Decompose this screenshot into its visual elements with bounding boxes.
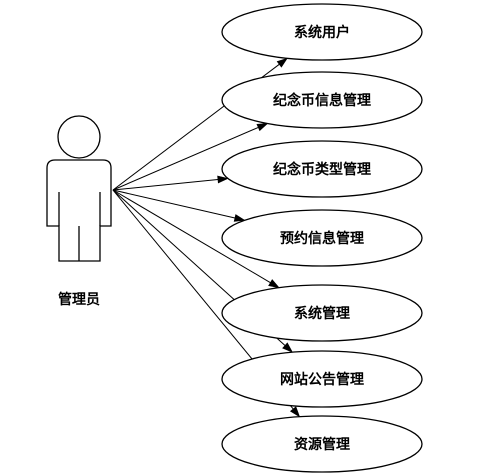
- use-case-system-users: 系统用户: [221, 3, 423, 61]
- use-case-label: 资源管理: [294, 436, 350, 453]
- use-case-label: 网站公告管理: [280, 371, 364, 388]
- use-case-label: 纪念币信息管理: [273, 92, 371, 109]
- arrowhead-site-announcement-management: [282, 342, 294, 353]
- use-case-site-announcement-management: 网站公告管理: [221, 350, 423, 408]
- association-line-coin-type-management: [112, 178, 218, 191]
- arrowhead-coin-info-management: [256, 123, 269, 132]
- arrowhead-system-users: [276, 57, 288, 68]
- use-case-reservation-info-management: 预约信息管理: [221, 209, 423, 267]
- arrowhead-coin-type-management: [217, 175, 229, 184]
- arrowhead-resource-management: [289, 406, 301, 418]
- use-case-label: 系统管理: [294, 305, 350, 322]
- use-case-label: 系统用户: [294, 24, 350, 41]
- use-case-system-management: 系统管理: [221, 284, 423, 342]
- actor-administrator: 管理员: [46, 115, 112, 308]
- use-case-label: 纪念币类型管理: [273, 161, 371, 178]
- use-case-coin-type-management: 纪念币类型管理: [221, 140, 423, 198]
- use-case-coin-info-management: 纪念币信息管理: [221, 71, 423, 129]
- use-case-label: 预约信息管理: [280, 230, 364, 247]
- association-line-system-management: [112, 189, 271, 284]
- association-line-reservation-info-management: [112, 189, 236, 219]
- arrowhead-reservation-info-management: [233, 214, 246, 222]
- association-line-coin-info-management: [112, 126, 259, 191]
- user-stick-figure-icon: [46, 115, 112, 262]
- actor-label: 管理员: [58, 291, 100, 308]
- use-case-resource-management: 资源管理: [221, 415, 423, 473]
- arrowhead-system-management: [268, 279, 280, 289]
